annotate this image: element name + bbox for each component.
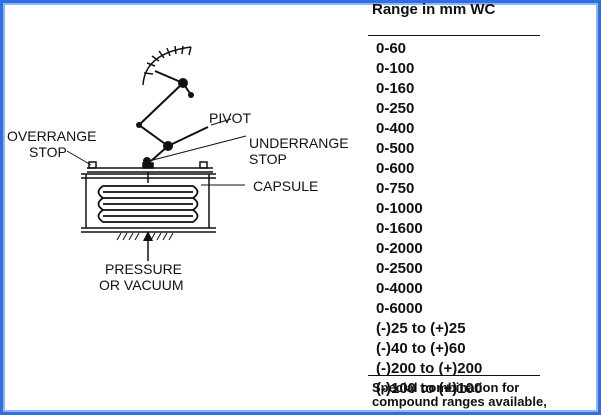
top-plate bbox=[87, 161, 213, 173]
linkage-joint bbox=[136, 122, 142, 128]
range-item: 0-500 bbox=[376, 140, 415, 157]
label-underrange-stop-line1: UNDERRANGE bbox=[249, 135, 349, 151]
capsule-gauge-diagram: PIVOT OVERRANGE STOP UNDERRANGE STOP CAP… bbox=[7, 45, 349, 293]
range-item: 0-60 bbox=[376, 40, 407, 57]
range-item: 0-2000 bbox=[376, 240, 423, 257]
range-header-rule bbox=[368, 35, 540, 36]
range-item: 0-1600 bbox=[376, 220, 423, 237]
range-list: 0-60 0-100 0-160 0-250 0-400 0-500 0-600 0-750 0… bbox=[368, 39, 482, 399]
range-item: (-)40 to (+)60 bbox=[376, 340, 466, 357]
range-header: Range in mm WC bbox=[372, 1, 496, 18]
range-item: (-)200 to (+)200 bbox=[376, 360, 483, 377]
linkage bbox=[138, 70, 209, 162]
range-item: 0-2500 bbox=[376, 260, 423, 277]
range-item: (-)25 to (+)25 bbox=[376, 320, 466, 337]
range-item: 0-160 bbox=[376, 80, 415, 97]
label-pressure-line2: OR VACUUM bbox=[99, 277, 184, 293]
label-overrange-stop-line2: STOP bbox=[29, 144, 67, 160]
range-note-line2: compound ranges available, bbox=[372, 394, 547, 409]
range-note: Special combination for compound ranges … bbox=[372, 380, 598, 409]
range-footer-rule bbox=[368, 375, 540, 376]
label-underrange-stop-line2: STOP bbox=[249, 151, 287, 167]
label-overrange-stop-line1: OVERRANGE bbox=[7, 128, 96, 144]
range-item: (-)100 to (+)100 bbox=[376, 380, 483, 397]
range-item: 0-4000 bbox=[376, 280, 423, 297]
dial-scale bbox=[142, 45, 192, 86]
label-pivot: PIVOT bbox=[209, 110, 251, 126]
pivot-dot bbox=[163, 141, 173, 151]
range-note-line1: Special combination for bbox=[372, 380, 520, 395]
label-pressure-line1: PRESSURE bbox=[105, 261, 182, 277]
pointer-pivot-dot bbox=[178, 78, 188, 88]
range-item: 0-600 bbox=[376, 160, 415, 177]
label-capsule: CAPSULE bbox=[253, 178, 318, 194]
range-item: 0-750 bbox=[376, 180, 415, 197]
pressure-arrow bbox=[143, 231, 153, 261]
range-item: 0-400 bbox=[376, 120, 415, 137]
range-item: 0-100 bbox=[376, 60, 415, 77]
range-item: 0-6000 bbox=[376, 300, 423, 317]
range-item: 0-250 bbox=[376, 100, 415, 117]
range-item: 0-1000 bbox=[376, 200, 423, 217]
base-hatching bbox=[116, 232, 174, 241]
linkage-dot-upper bbox=[188, 92, 194, 98]
capsule-bellows bbox=[97, 185, 199, 223]
capsule-housing bbox=[81, 172, 216, 233]
